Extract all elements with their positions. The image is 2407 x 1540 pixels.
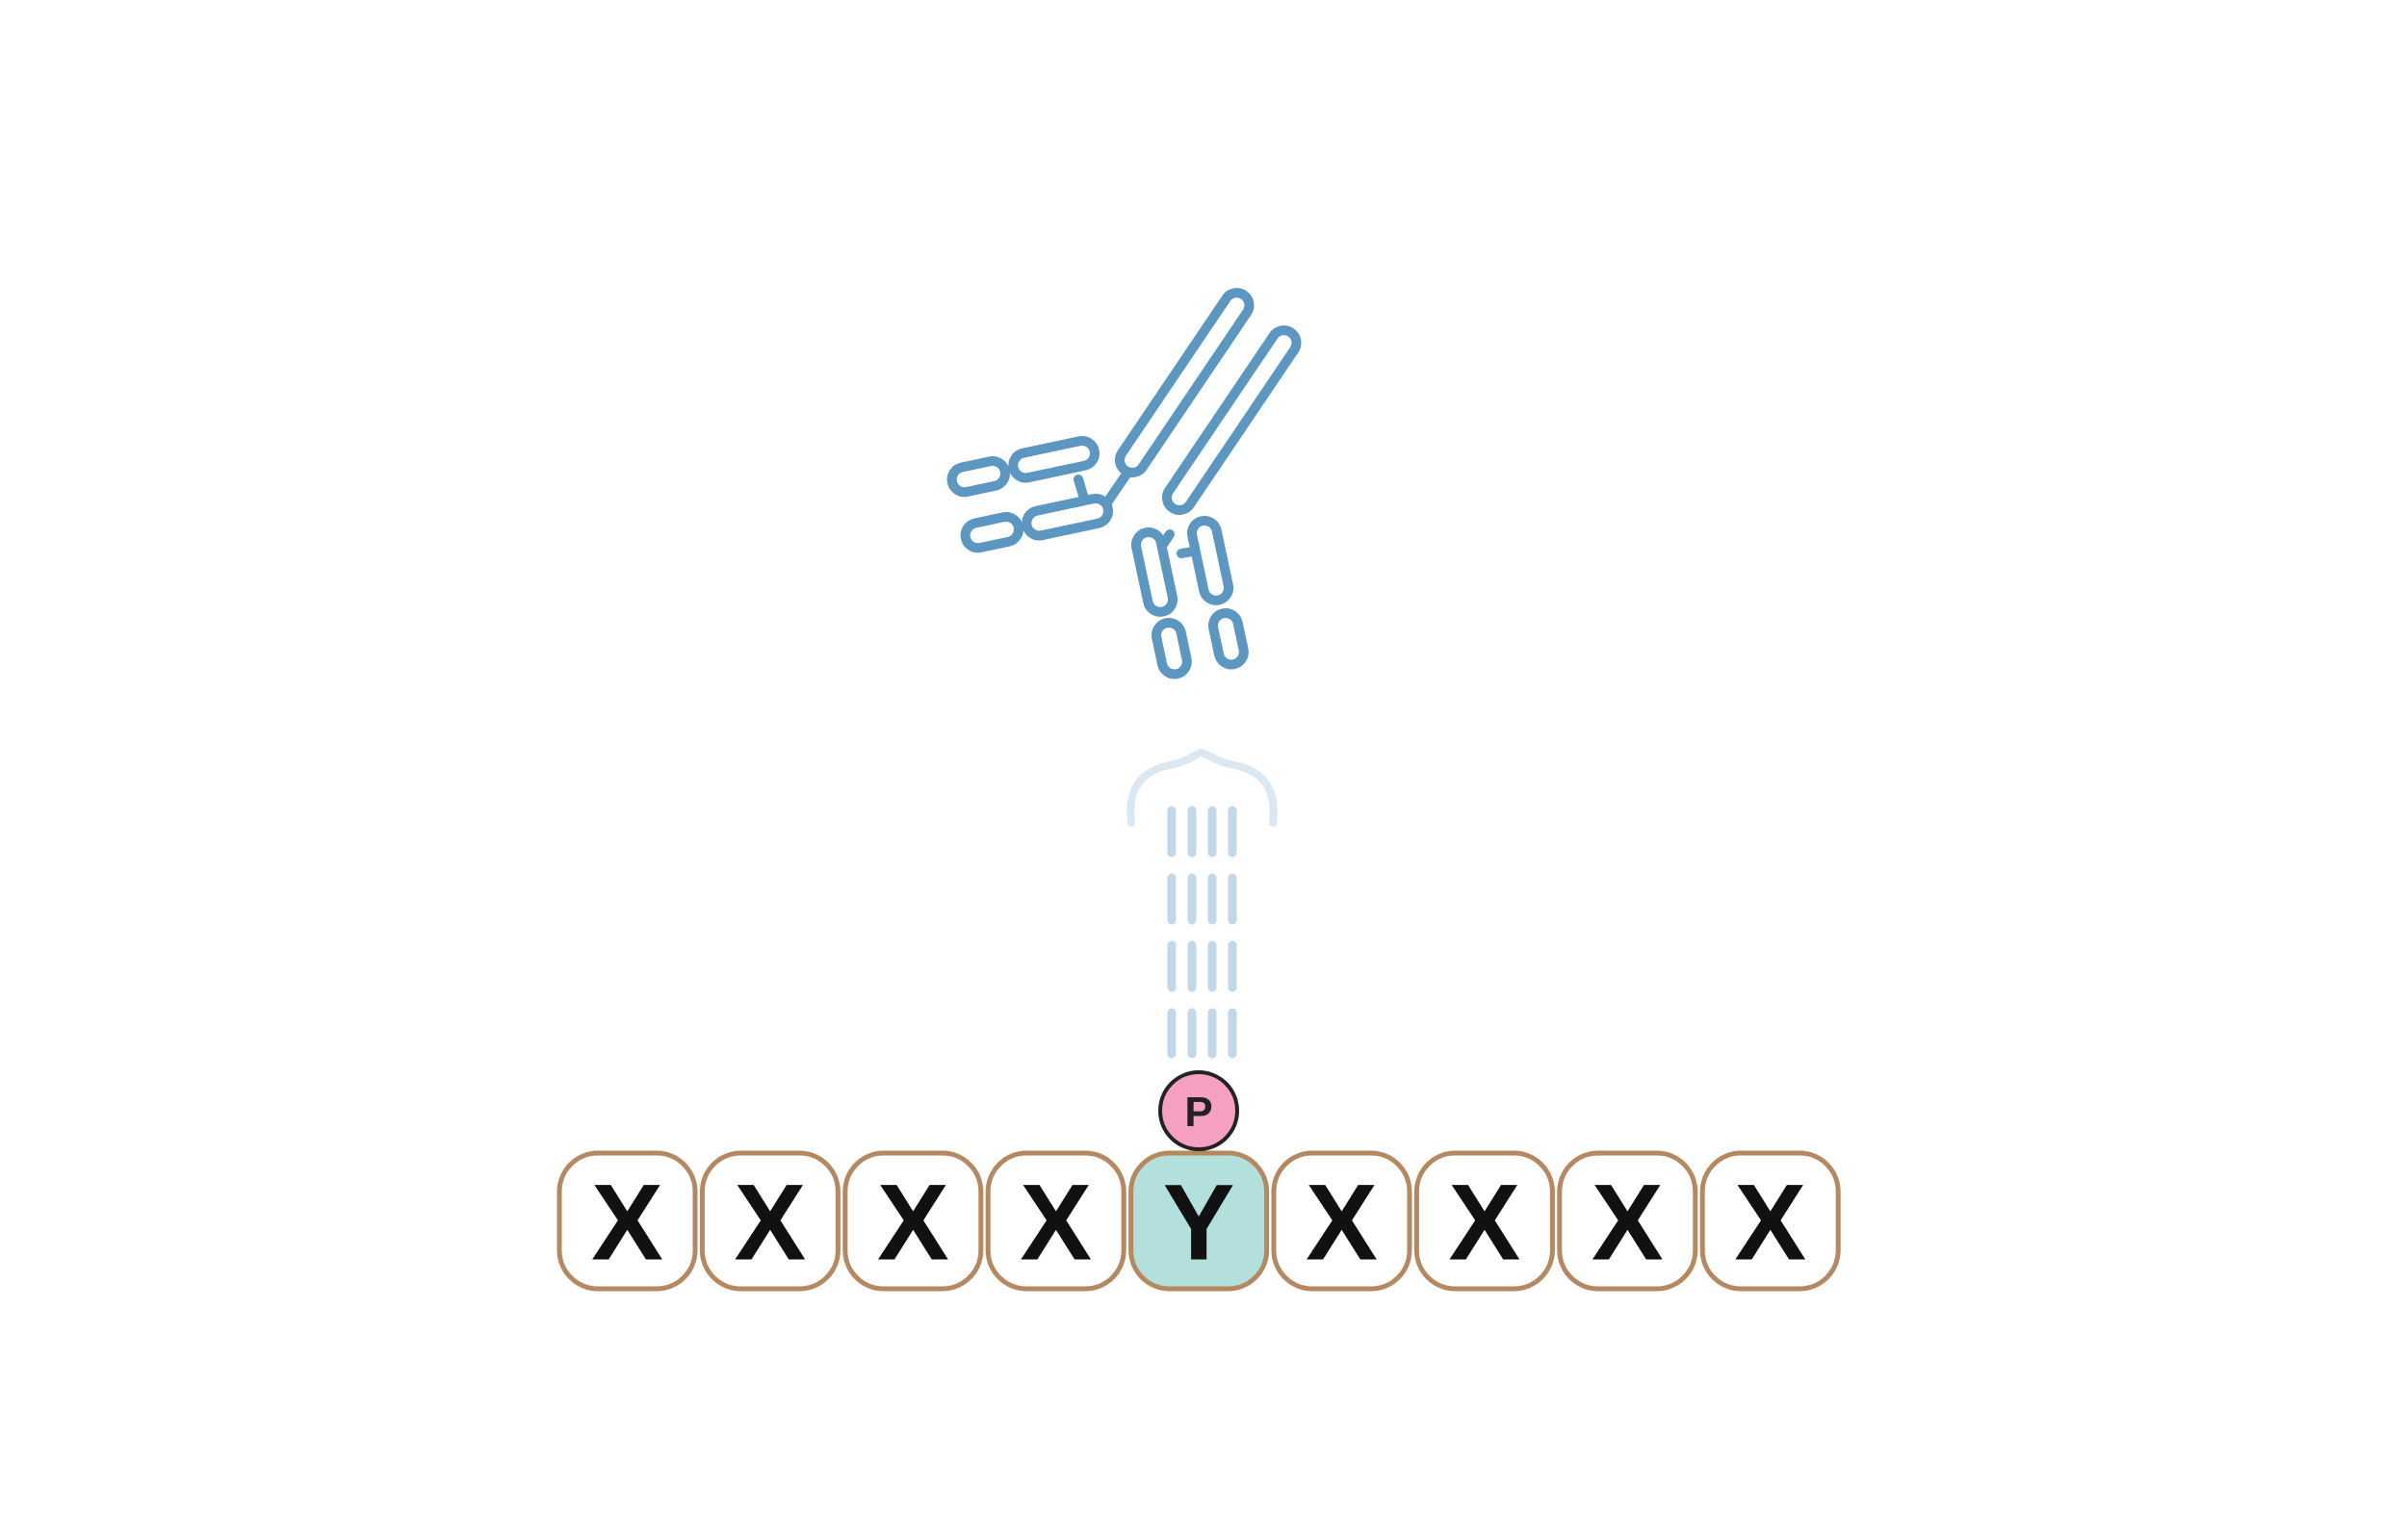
phosphate-icon: P [1158, 1070, 1239, 1151]
phosphate-circle [1158, 1070, 1239, 1151]
fab-heavy-variable-2 [1152, 618, 1192, 680]
residue-letter: X [1734, 1163, 1806, 1283]
target-residue-letter: Y [1163, 1163, 1235, 1283]
binding-dashes [1167, 806, 1237, 1059]
residue-box [1557, 1150, 1698, 1292]
fab-light-constant-2 [1187, 516, 1234, 605]
fc-heavy-chain-2 [1162, 325, 1302, 515]
residue-box [1699, 1150, 1841, 1292]
target-residue-box [1128, 1150, 1270, 1292]
residue-letter: X [1592, 1163, 1664, 1283]
residue-letter: X [1449, 1163, 1521, 1283]
fab-heavy-variable-1 [946, 456, 1010, 498]
residue-letter: X [591, 1163, 663, 1283]
fab-light-constant-1 [1022, 494, 1113, 541]
residue-letter: X [735, 1163, 807, 1283]
binding-lines-icon [1126, 748, 1278, 1059]
fab-light-variable-1 [960, 512, 1023, 553]
residue-letter: X [1306, 1163, 1378, 1283]
fc-heavy-chain-1 [1115, 288, 1255, 477]
fab-heavy-constant-1 [1008, 436, 1100, 483]
fab-light-variable-2 [1208, 608, 1249, 670]
fab-heavy-constant-2 [1131, 527, 1178, 617]
residue-box [985, 1150, 1126, 1292]
phosphate-label: P [1184, 1089, 1212, 1136]
residue-letter: X [1020, 1163, 1092, 1283]
residue-letter: X [877, 1163, 949, 1283]
binding-arc [1126, 748, 1278, 827]
residue-box [556, 1150, 698, 1292]
residue-box [842, 1150, 984, 1292]
residue-box [699, 1150, 841, 1292]
antibody-icon [946, 288, 1302, 680]
residue-box [1413, 1150, 1555, 1292]
residue-box [1271, 1150, 1412, 1292]
